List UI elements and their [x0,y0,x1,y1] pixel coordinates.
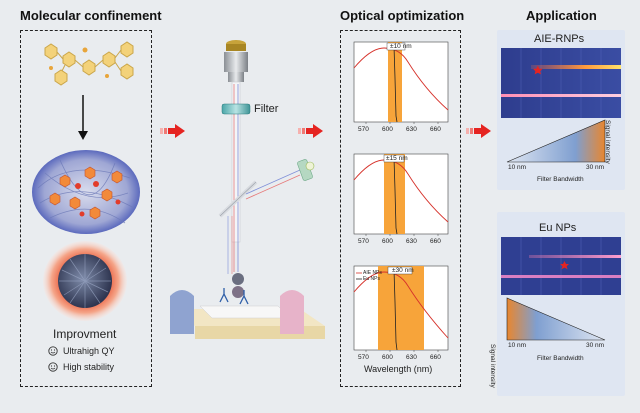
down-arrow-icon [78,95,88,140]
eu-triangle-chart [506,297,606,341]
aie-test-strip-image [501,48,621,118]
microscope-setup-illustration [170,40,325,339]
smiley-icon [48,346,58,356]
molecule-structure-icon [44,41,134,86]
eu-label: Eu NPs [539,222,577,234]
bandwidth-label-3: ±30 nm [392,267,414,274]
aie-bandwidth-right: 30 nm [586,164,605,171]
spectrum-plot-2 [353,153,449,236]
eu-bandwidth-left: 10 nm [508,342,527,349]
aie-triangle-chart [506,119,606,163]
smiley-icon [48,362,58,372]
legend-eu: Eu NPs [363,276,380,282]
eu-ylabel: Signal intensity [489,344,496,388]
improvement-item-qy: Ultrahigh QY [48,346,115,356]
confinement-title: Molecular confinement [20,8,162,23]
spectrum-plot-1 [353,41,449,124]
right-arrow-icon [298,124,323,138]
optical-title: Optical optimization [340,8,465,23]
optical-box [340,30,461,387]
tick-label: 660 [430,238,441,245]
tick-label: 600 [382,354,393,361]
right-arrow-icon [160,124,185,138]
tick-label: 600 [382,126,393,133]
eu-xlabel: Filter Bandwidth [537,355,584,362]
eu-bandwidth-right: 30 nm [586,342,605,349]
improvement-item-stability: High stability [48,362,114,372]
confinement-box [20,30,152,387]
tick-label: 570 [358,238,369,245]
improvement-item-label: High stability [63,362,115,372]
wavelength-axis-label: Wavelength (nm) [364,364,433,374]
aie-bandwidth-left: 10 nm [508,164,527,171]
tick-label: 630 [406,126,417,133]
tick-label: 660 [430,126,441,133]
tick-label: 570 [358,354,369,361]
confinement-ellipse-icon [32,150,140,234]
nanoparticle-icon [43,241,127,321]
tick-label: 660 [430,354,441,361]
aie-label: AIE-RNPs [534,33,585,45]
aie-ylabel: Signal intensity [604,120,611,164]
improvement-item-label: Ultrahigh QY [63,346,115,356]
legend-aie: AIE NPs [363,270,382,276]
right-arrow-icon [466,124,491,138]
improvement-title: Improvment [53,327,117,341]
filter-label: Filter [254,103,279,115]
aie-xlabel: Filter Bandwidth [537,176,584,183]
tick-label: 570 [358,126,369,133]
tick-label: 630 [406,354,417,361]
bandwidth-label-1: ±10 nm [390,43,412,50]
spectrum-plot-3 [353,265,449,352]
application-title: Application [526,8,597,23]
bandwidth-label-2: ±15 nm [386,155,408,162]
tick-label: 600 [382,238,393,245]
tick-label: 630 [406,238,417,245]
eu-test-strip-image [501,237,621,295]
